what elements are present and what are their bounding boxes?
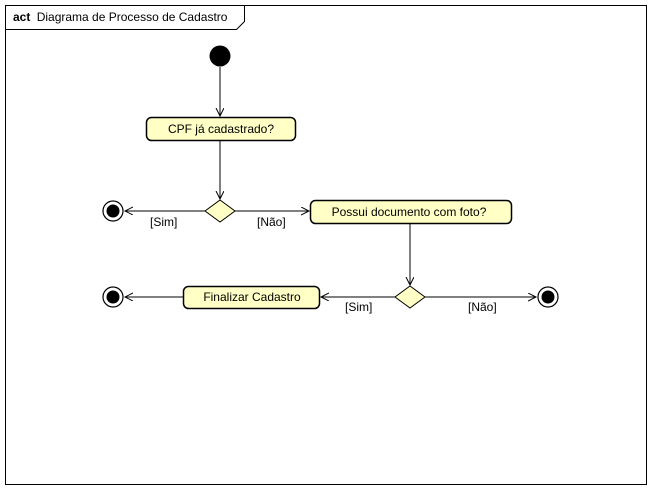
- action-cpf-check: [145, 116, 297, 142]
- activity-final-node-3: [537, 286, 559, 308]
- guard-cpf-no: [Não]: [257, 215, 286, 229]
- decision-node-cpf: [204, 199, 236, 223]
- activity-final-node-1: [102, 200, 124, 222]
- frame-title-tab: [5, 5, 245, 30]
- activity-final-node-2: [102, 286, 124, 308]
- guard-cpf-yes: [Sim]: [150, 215, 177, 229]
- guard-photo-yes: [Sim]: [345, 300, 372, 314]
- initial-node: [209, 45, 231, 67]
- action-finalize: [182, 285, 321, 310]
- decision-node-photo: [394, 285, 426, 309]
- guard-photo-no: [Não]: [468, 300, 497, 314]
- frame-title-text: Diagrama de Processo de Cadastro: [37, 10, 228, 24]
- action-finalize-label: Finalizar Cadastro: [203, 290, 301, 304]
- action-photo-document-label: Possui documento com foto?: [332, 205, 487, 219]
- frame-keyword: act: [13, 10, 30, 24]
- diagram-frame: [5, 5, 647, 485]
- action-cpf-check-label: CPF já cadastrado?: [168, 122, 274, 136]
- action-photo-document: [309, 199, 513, 225]
- frame-title: act Diagrama de Processo de Cadastro: [13, 10, 228, 24]
